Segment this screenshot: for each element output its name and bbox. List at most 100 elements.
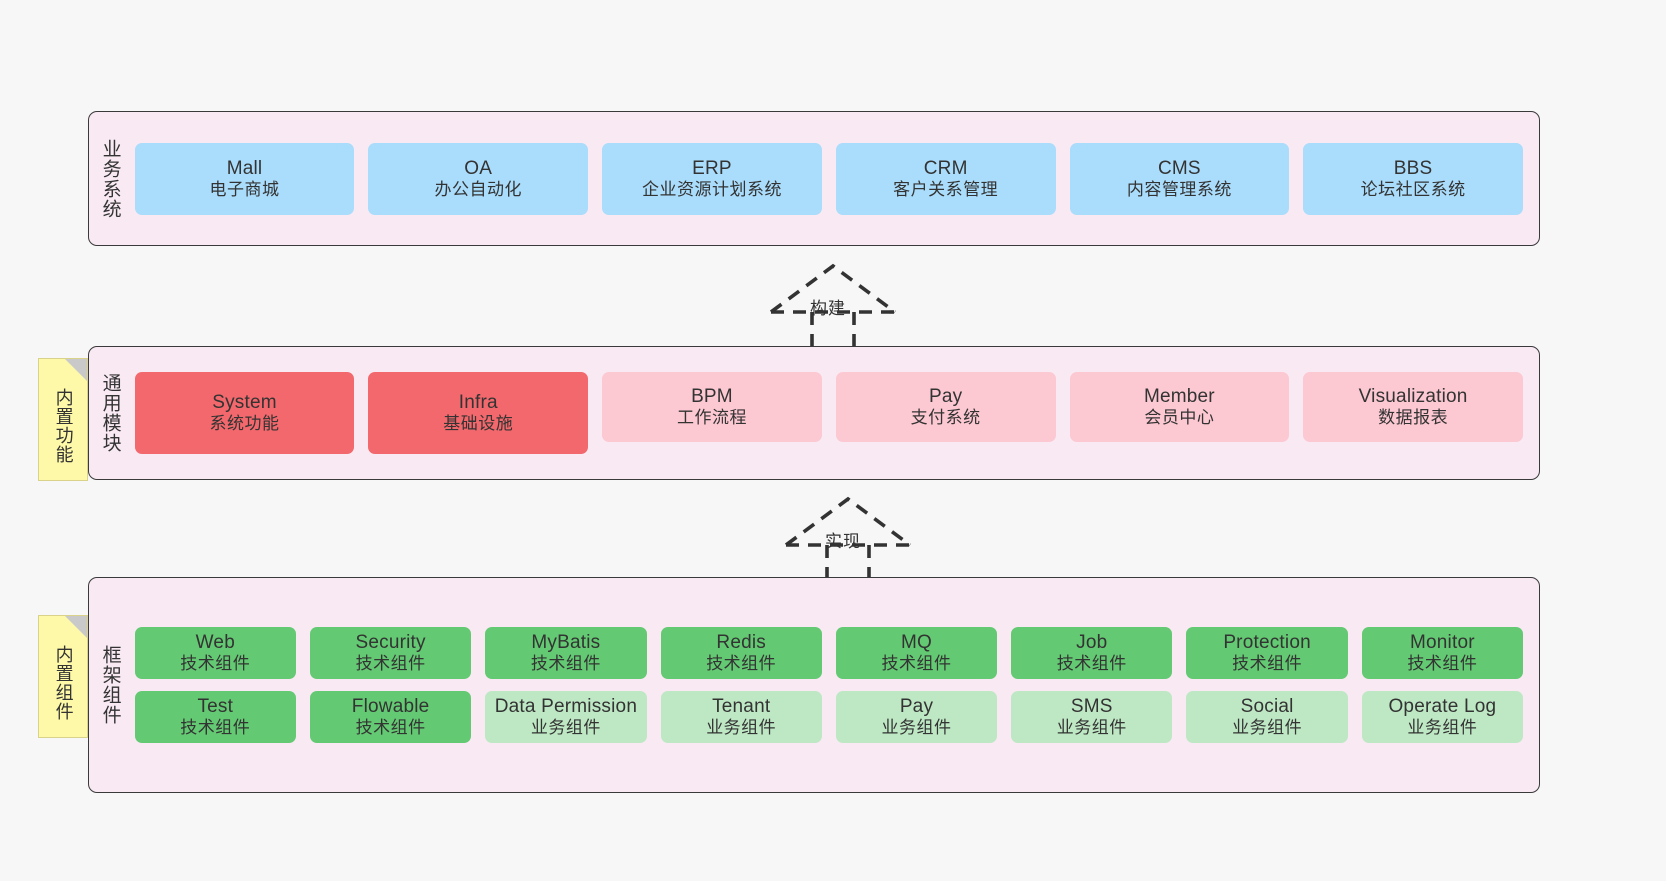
node-visualization-cn: 数据报表 [1378,408,1449,428]
node-pay-module-cn: 支付系统 [910,408,981,428]
node-pay-module[interactable]: Pay 支付系统 [835,372,1056,442]
node-social-cn: 业务组件 [1232,718,1303,738]
node-crm-en: CRM [923,157,968,179]
node-security[interactable]: Security 技术组件 [309,627,472,679]
layer-title-common-module: 通用模块 [99,373,121,453]
node-mq[interactable]: MQ 技术组件 [835,627,998,679]
note-builtin-component-text: 内置组件 [53,644,74,721]
node-protection-cn: 技术组件 [1232,654,1303,674]
node-sms-cn: 业务组件 [1056,718,1127,738]
node-sms[interactable]: SMS 业务组件 [1011,691,1173,743]
node-member[interactable]: Member 会员中心 [1069,372,1290,442]
node-crm[interactable]: CRM 客户关系管理 [835,142,1056,215]
node-social-en: Social [1240,696,1294,717]
node-protection[interactable]: Protection 技术组件 [1186,627,1348,679]
node-flowable-en: Flowable [351,696,430,717]
framework-row-business: Test 技术组件 Flowable 技术组件 Data Permission … [134,691,1524,743]
node-mall[interactable]: Mall 电子商城 [134,142,355,215]
node-social[interactable]: Social 业务组件 [1186,691,1348,743]
node-cms-en: CMS [1157,157,1201,179]
node-flowable-cn: 技术组件 [355,718,426,738]
layer-title-framework-component: 框架组件 [99,645,121,725]
node-job-en: Job [1076,632,1108,654]
node-data-permission-en: Data Permission [494,696,638,717]
node-pay-component-cn: 业务组件 [881,718,952,738]
node-mybatis-cn: 技术组件 [530,654,601,674]
note-fold-icon [65,616,87,638]
node-monitor[interactable]: Monitor 技术组件 [1361,627,1524,679]
node-erp-cn: 企业资源计划系统 [641,179,782,199]
arrow-implement-label: 实现 [825,532,861,551]
node-redis-en: Redis [716,632,766,654]
framework-row-technical: Web 技术组件 Security 技术组件 MyBatis 技术组件 Redi… [134,627,1524,679]
node-sms-en: SMS [1070,696,1113,717]
node-bbs-cn: 论坛社区系统 [1360,179,1466,199]
node-mq-en: MQ [900,632,932,654]
node-operate-log-en: Operate Log [1388,696,1497,717]
node-monitor-cn: 技术组件 [1407,654,1478,674]
node-mybatis-en: MyBatis [531,632,601,654]
node-infra-en: Infra [458,392,498,414]
node-cms-cn: 内容管理系统 [1126,179,1232,199]
node-member-en: Member [1143,386,1215,408]
arrow-implement: 实现 [765,489,935,579]
node-test[interactable]: Test 技术组件 [134,691,296,743]
node-job[interactable]: Job 技术组件 [1011,627,1173,679]
node-system-cn: 系统功能 [209,414,280,434]
node-flowable[interactable]: Flowable 技术组件 [309,691,472,743]
arrow-build-icon [769,263,897,346]
node-web-cn: 技术组件 [180,654,251,674]
node-web-en: Web [195,632,235,654]
node-bpm-cn: 工作流程 [676,408,747,428]
node-infra[interactable]: Infra 基础设施 [368,372,589,454]
node-protection-en: Protection [1223,632,1311,654]
node-operate-log[interactable]: Operate Log 业务组件 [1361,691,1524,743]
node-security-en: Security [355,632,426,654]
node-erp[interactable]: ERP 企业资源计划系统 [602,142,822,215]
node-test-en: Test [197,696,234,717]
node-mq-cn: 技术组件 [881,654,952,674]
node-system-en: System [212,392,277,414]
layer-framework-component: 框架组件 Web 技术组件 Security 技术组件 MyBatis 技术组件… [88,577,1540,793]
node-operate-log-cn: 业务组件 [1407,718,1478,738]
node-data-permission-cn: 业务组件 [530,718,601,738]
node-bpm[interactable]: BPM 工作流程 [602,372,822,442]
node-bbs[interactable]: BBS 论坛社区系统 [1303,142,1523,215]
node-mybatis[interactable]: MyBatis 技术组件 [485,627,647,679]
node-pay-component[interactable]: Pay 业务组件 [835,691,998,743]
node-security-cn: 技术组件 [355,654,426,674]
note-builtin-component: 内置组件 [38,615,88,738]
node-web[interactable]: Web 技术组件 [134,627,296,679]
node-monitor-en: Monitor [1410,632,1475,654]
node-job-cn: 技术组件 [1056,654,1127,674]
node-cms[interactable]: CMS 内容管理系统 [1069,142,1290,215]
business-system-node-list: Mall 电子商城 OA 办公自动化 ERP 企业资源计划系统 CRM 客户关系… [127,142,1539,215]
node-pay-component-en: Pay [899,696,934,717]
node-redis[interactable]: Redis 技术组件 [660,627,822,679]
node-member-cn: 会员中心 [1144,408,1215,428]
node-erp-en: ERP [692,157,732,179]
node-mall-en: Mall [226,157,263,179]
node-crm-cn: 客户关系管理 [893,179,999,199]
layer-business-system: 业务系统 Mall 电子商城 OA 办公自动化 ERP 企业资源计划系统 CRM… [88,111,1540,246]
arrow-implement-icon [784,496,912,579]
arrow-build: 构建 [750,256,920,346]
layer-common-module: 通用模块 System 系统功能 Infra 基础设施 BPM 工作流程 Pay… [88,346,1540,480]
node-oa[interactable]: OA 办公自动化 [368,142,589,215]
node-infra-cn: 基础设施 [443,414,514,434]
node-visualization[interactable]: Visualization 数据报表 [1303,372,1523,442]
framework-component-node-grid: Web 技术组件 Security 技术组件 MyBatis 技术组件 Redi… [127,613,1539,757]
node-bbs-en: BBS [1393,157,1433,179]
node-system[interactable]: System 系统功能 [134,372,355,454]
node-oa-en: OA [464,157,493,179]
arrow-build-label: 构建 [810,299,846,318]
node-bpm-en: BPM [691,386,733,408]
node-tenant-cn: 业务组件 [706,718,777,738]
layer-title-business-system: 业务系统 [99,138,121,219]
node-data-permission[interactable]: Data Permission 业务组件 [485,691,647,743]
node-redis-cn: 技术组件 [706,654,777,674]
node-mall-cn: 电子商城 [209,179,280,199]
note-builtin-function: 内置功能 [38,358,88,481]
node-tenant[interactable]: Tenant 业务组件 [660,691,822,743]
